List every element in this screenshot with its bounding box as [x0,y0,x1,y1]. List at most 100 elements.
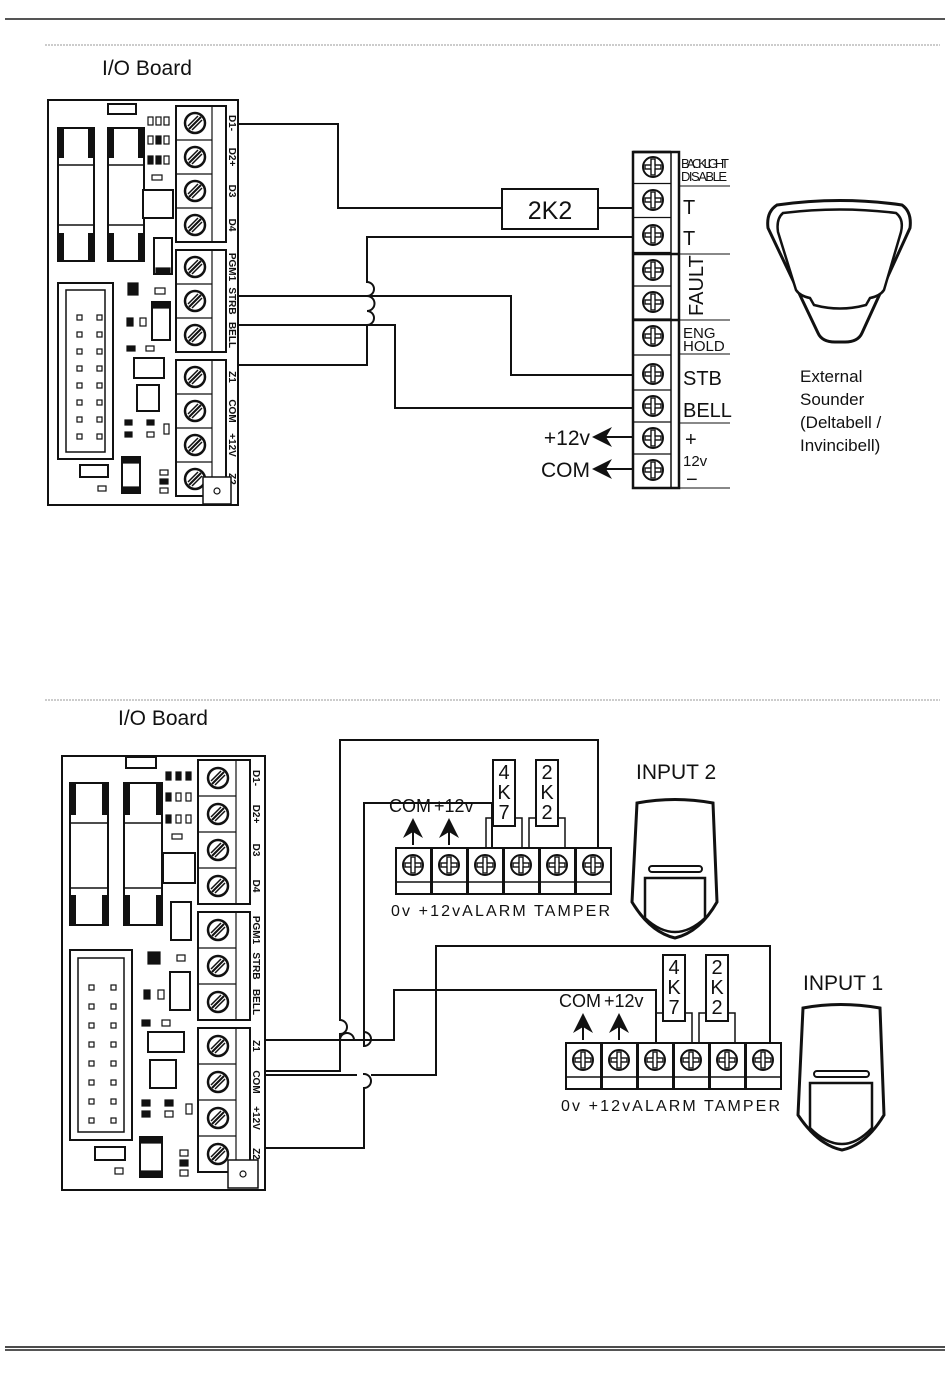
wire-com-to-input2-tamper [265,739,599,1072]
resistor-4k7-label: K [667,977,681,999]
wire-bell-to-bell [238,324,636,409]
detector-terminal-screw [582,854,604,876]
board-terminal-screw [206,1034,230,1058]
board-terminal-screw [183,111,207,135]
sounder-terminal-screw [642,427,664,449]
wire-z1-to-input1-alarm [339,989,657,1045]
board-terminal-screw [183,255,207,279]
board-terminal-screw [206,802,230,826]
resistor-2k2-label: K [710,977,724,999]
board-terminal-label: D3 [250,844,261,857]
board-terminal-screw [183,399,207,423]
label-12v: 12v [683,453,708,470]
resistor-4k7-label: 4 [668,957,679,979]
sounder-terminal-screw [642,224,664,246]
sounder-terminal-screw [642,363,664,385]
wire-com-to-input1-tamper [265,945,771,1076]
board-terminal-screw [183,467,207,491]
resistor-2k2 [501,188,599,230]
resistor-2k2 [535,759,559,827]
detector-terminal-screw [572,1049,594,1071]
detector-terminal-screw [510,854,532,876]
board-terminal-screw [206,990,230,1014]
wiring-diagram2 [265,739,771,1149]
label-stb: STB [683,368,722,390]
sounder-caption-4: Invincibell) [800,436,880,455]
board-terminal-label: D1- [250,770,261,786]
label-bell: BELL [683,400,732,422]
resistor-2k2 [705,954,729,1022]
board-terminal-screw [206,874,230,898]
board-terminal-label: COM [226,399,237,422]
detector-terminal-screw [716,1049,738,1071]
board-terminal-screw [206,954,230,978]
board-terminal-label: Z2 [250,1148,261,1160]
board-terminal-label: BELL [226,322,237,348]
detector-terminal-screw [546,854,568,876]
label-fault: FAULT [686,255,708,316]
board-terminal-label: D4 [226,219,237,232]
resistor-4k7-label: K [497,782,511,804]
board-terminal-screw [183,213,207,237]
resistor-4k7-label: 4 [498,762,509,784]
board-terminal-label: PGM1 [250,916,261,945]
wire-strb-to-stb [238,295,636,376]
resistor-2k2-label: 2 [711,957,722,979]
top-label-com: COM [389,796,431,816]
board-terminal-label: Z1 [226,371,237,383]
board-terminal-label: STRB [226,287,237,314]
board-terminal-label: D2+ [250,805,261,824]
board-terminal-screw [206,1142,230,1166]
detector-terminal-screw [402,854,424,876]
board-terminal-screw [206,838,230,862]
board-terminal-screw [206,766,230,790]
input1-title: INPUT 1 [803,972,883,995]
board-terminal-screw [206,918,230,942]
wiring-diagram1: 2K2 +12v COM [238,123,636,482]
board-terminal-screw [206,1106,230,1130]
fuse-left-2 [69,782,109,926]
resistor-4k7-label: 7 [668,997,679,1019]
label-plus: + [685,429,697,451]
resistor-2k2-label: 2K2 [528,197,572,225]
detector-terminal-screw [752,1049,774,1071]
sounder-terminal-screw [642,156,664,178]
top-label-12v: +12v [434,796,474,816]
board-terminal-label: D3 [226,185,237,198]
detector-terminal-screw [438,854,460,876]
label-hold: HOLD [683,338,725,355]
pir-detector-input1-icon [796,1003,886,1152]
external-sounder-icon [766,199,912,344]
wire-d1-to-resistor [238,123,502,209]
detector-terminal-screw [680,1049,702,1071]
resistor-4k7 [492,759,516,827]
wire-z1-to-t2 [238,236,636,366]
ribbon-header-connector-2 [69,949,133,1141]
board-terminal-label: BELL [250,989,261,1015]
board-terminal-screw [183,323,207,347]
detector-terminal-screw [474,854,496,876]
board-terminal-screw [183,145,207,169]
wire-z1-to-input2-alarm [265,802,493,1048]
board-terminal-screw [206,1070,230,1094]
resistor-2k2-label: 2 [541,802,552,824]
input2-title: INPUT 2 [636,761,716,784]
label-t2: T [683,228,695,250]
sounder-terminal-screw [642,259,664,281]
label-disable: DISABLE [681,169,727,184]
board-terminal-screw [183,433,207,457]
board-terminal-screw [183,365,207,389]
sounder-terminal-strip: BACKLIGHT DISABLE T T FAULT ENG HOLD STB… [631,150,732,491]
bottom-terminal-labels: 0v +12vALARM TAMPER [561,1098,780,1115]
sounder-terminal-screw [642,395,664,417]
pir-detector-input2-icon [630,798,719,940]
resistor-2k2-label: 2 [541,762,552,784]
sounder-caption-2: Sounder [800,390,865,409]
board-terminal-label: +12V [226,433,237,457]
supply-com-label: COM [541,459,590,482]
board-terminal-label: D2+ [226,148,237,167]
board-terminal-screw [183,289,207,313]
board-terminal-screw [183,179,207,203]
